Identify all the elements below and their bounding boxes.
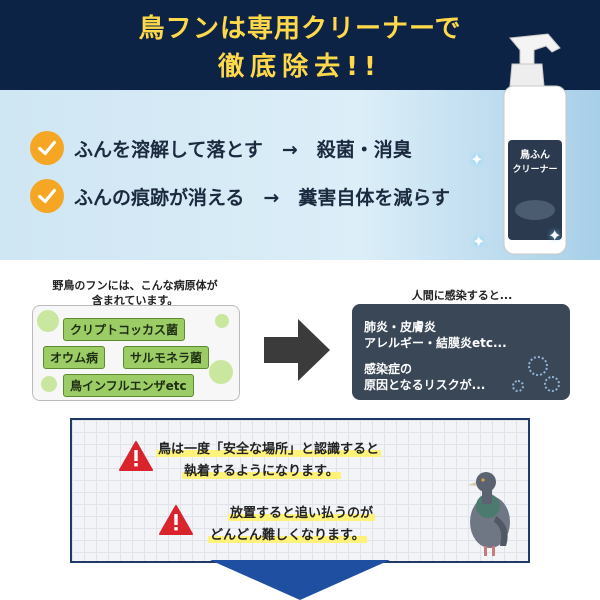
sparkle-icon: ✦ bbox=[548, 226, 562, 245]
product-label: 鳥ふん bbox=[520, 148, 550, 161]
arrow-right-icon bbox=[264, 319, 330, 381]
infection-line: 感染症の bbox=[364, 362, 413, 376]
benefit-item: ふんの痕跡が消える → 糞害自体を減らす bbox=[30, 178, 450, 214]
pathogen-tag: オウム病 bbox=[43, 346, 106, 369]
pathogen-caption: 野鳥のフンには、こんな病原体が 含まれています。 bbox=[52, 279, 218, 307]
header: 鳥フンは専用クリーナーで 徹底除去!! bbox=[0, 0, 600, 90]
pathogen-tag: サルモネラ菌 bbox=[123, 346, 210, 369]
infection-line: 肺炎・皮膚炎 bbox=[364, 320, 437, 334]
spray-bottle-image: 鳥ふん クリーナー bbox=[503, 33, 567, 255]
warning-text: どんどん難しくなります。 bbox=[208, 524, 367, 543]
benefit-text: ふんの痕跡が消える → 糞害自体を減らす bbox=[74, 186, 450, 209]
benefits-band: ふんを溶解して落とす → 殺菌・消臭 ふんの痕跡が消える → 糞害自体を減らす bbox=[0, 90, 600, 260]
arrow-down-icon bbox=[210, 560, 390, 600]
infection-line: アレルギー・結膜炎etc... bbox=[364, 336, 507, 350]
germ-icon bbox=[37, 310, 59, 332]
pathogen-box: クリプトコッカス菌 オウム病 サルモネラ菌 鳥インフルエンザetc bbox=[32, 305, 240, 401]
warning-triangle-icon bbox=[159, 505, 193, 535]
virus-icon bbox=[544, 376, 560, 392]
germ-icon bbox=[41, 376, 57, 392]
pigeon-image bbox=[468, 472, 510, 556]
germ-icon bbox=[215, 314, 229, 328]
page-title: 鳥フンは専用クリーナーで bbox=[138, 14, 462, 44]
pathogen-tag: クリプトコッカス菌 bbox=[63, 318, 186, 341]
page-subtitle: 徹底除去!! bbox=[218, 52, 382, 82]
warning-triangle-icon bbox=[119, 441, 153, 471]
infection-line: 原因となるリスクが... bbox=[364, 378, 486, 392]
sparkle-icon: ✦ bbox=[472, 232, 486, 251]
check-circle-icon bbox=[30, 179, 64, 213]
germ-icon bbox=[209, 360, 233, 384]
warning-text: 放置すると追い払うのが bbox=[228, 502, 376, 521]
virus-icon bbox=[512, 380, 524, 392]
virus-icon bbox=[528, 356, 548, 376]
warning-panel: 鳥は一度「安全な場所」と認識すると 執着するようになります。 放置すると追い払う… bbox=[70, 418, 530, 563]
infection-caption: 人間に感染すると... bbox=[411, 289, 513, 302]
benefit-text: ふんを溶解して落とす → 殺菌・消臭 bbox=[74, 138, 412, 161]
sparkle-icon: ✦ bbox=[470, 150, 484, 169]
infection-box: 肺炎・皮膚炎 アレルギー・結膜炎etc... 感染症の 原因となるリスクが... bbox=[352, 304, 570, 400]
warning-text: 執着するようになります。 bbox=[182, 460, 341, 479]
pathogen-tag: 鳥インフルエンザetc bbox=[63, 374, 194, 397]
benefit-item: ふんを溶解して落とす → 殺菌・消臭 bbox=[30, 130, 412, 166]
product-label: クリーナー bbox=[512, 164, 557, 175]
check-circle-icon bbox=[30, 131, 64, 165]
warning-text: 鳥は一度「安全な場所」と認識すると bbox=[156, 438, 382, 457]
